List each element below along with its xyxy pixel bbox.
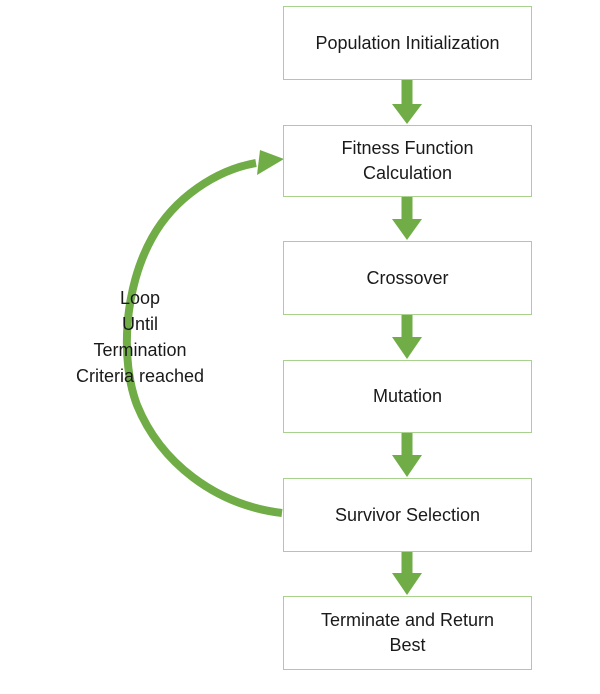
node-population-initialization: Population Initialization <box>283 6 532 80</box>
node-terminate-and-return-best: Terminate and Return Best <box>283 596 532 670</box>
loop-arrow <box>122 150 284 517</box>
loop-arrow-head <box>257 150 284 175</box>
flow-arrow-4 <box>392 433 422 477</box>
flow-arrow-3 <box>392 315 422 359</box>
loop-label: Loop Until Termination Criteria reached <box>75 288 205 386</box>
node-crossover: Crossover <box>283 241 532 315</box>
flow-arrow-1 <box>392 80 422 124</box>
node-mutation: Mutation <box>283 360 532 433</box>
flow-arrow-2 <box>392 197 422 240</box>
node-fitness-function-calculation: Fitness Function Calculation <box>283 125 532 197</box>
node-survivor-selection: Survivor Selection <box>283 478 532 552</box>
flow-arrow-5 <box>392 552 422 595</box>
